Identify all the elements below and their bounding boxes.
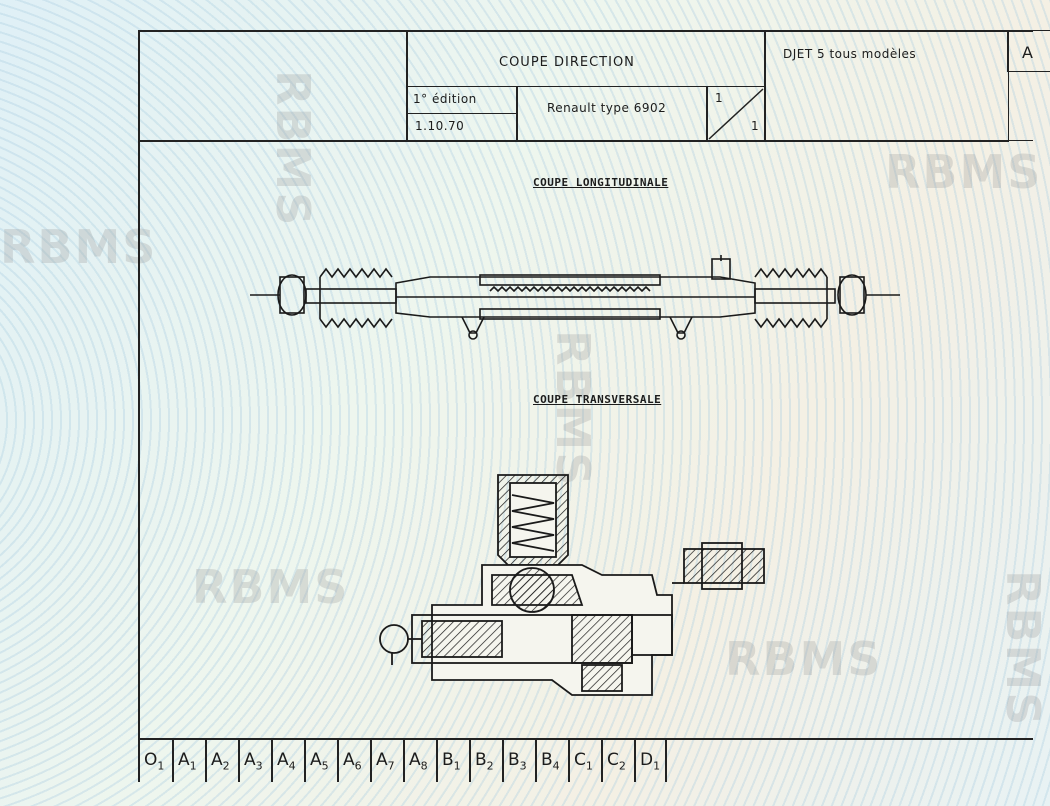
- grid-code-letter: C: [607, 750, 619, 770]
- grid-code-a8: A8: [403, 740, 436, 782]
- grid-code-letter: A: [310, 750, 322, 770]
- grid-code-subscript: 1: [157, 759, 165, 773]
- drawing-frame: [138, 30, 1033, 740]
- grid-code-letter: A: [211, 750, 223, 770]
- title-cell: COUPE DIRECTION: [406, 30, 766, 87]
- watermark: RBMS: [885, 145, 1043, 199]
- longitudinal-caption: COUPE LONGITUDINALE: [533, 176, 669, 189]
- transversal-caption: COUPE TRANSVERSALE: [533, 393, 662, 406]
- model-cell: DJET 5 tous modèles: [764, 30, 1009, 142]
- watermark: RBMS: [0, 220, 158, 274]
- grid-code-a1: A1: [172, 740, 205, 782]
- grid-code-c1: C1: [568, 740, 601, 782]
- sheet-total: 1: [751, 119, 760, 133]
- grid-code-a3: A3: [238, 740, 271, 782]
- grid-code-d1: D1: [634, 740, 667, 782]
- grid-code-subscript: 8: [420, 759, 428, 773]
- watermark: RBMS: [192, 560, 350, 614]
- grid-code-a4: A4: [271, 740, 304, 782]
- grid-code-a7: A7: [370, 740, 403, 782]
- vehicle-type: Renault type 6902: [547, 101, 667, 115]
- grid-code-letter: A: [343, 750, 355, 770]
- grid-code-letter: A: [376, 750, 388, 770]
- edition-cell: 1° édition: [406, 86, 518, 114]
- grid-code-c2: C2: [601, 740, 634, 782]
- grid-code-o1: O1: [138, 740, 172, 782]
- grid-code-subscript: 1: [189, 759, 197, 773]
- grid-code-subscript: 3: [255, 759, 263, 773]
- date-cell: 1.10.70: [406, 113, 518, 142]
- grid-code-a5: A5: [304, 740, 337, 782]
- grid-code-subscript: 1: [585, 759, 593, 773]
- grid-code-subscript: 4: [288, 759, 296, 773]
- grid-code-subscript: 2: [618, 759, 626, 773]
- index-cell: A: [1007, 30, 1050, 72]
- grid-code-subscript: 6: [354, 759, 362, 773]
- grid-code-subscript: 2: [486, 759, 494, 773]
- grid-code-subscript: 4: [552, 759, 560, 773]
- title-block-left: [138, 30, 408, 142]
- type-cell: Renault type 6902: [516, 86, 708, 142]
- grid-code-letter: A: [409, 750, 421, 770]
- grid-code-letter: C: [574, 750, 586, 770]
- grid-code-letter: D: [640, 750, 654, 770]
- grid-code-b4: B4: [535, 740, 568, 782]
- grid-code-a6: A6: [337, 740, 370, 782]
- sheet-divider-line: [708, 88, 764, 140]
- grid-code-subscript: 2: [222, 759, 230, 773]
- edition-date: 1.10.70: [415, 119, 465, 133]
- grid-code-subscript: 3: [519, 759, 527, 773]
- grid-code-letter: A: [244, 750, 256, 770]
- index-letter: A: [1022, 43, 1034, 62]
- drawing-title: COUPE DIRECTION: [499, 55, 635, 70]
- grid-code-subscript: 1: [653, 759, 661, 773]
- grid-code-b3: B3: [502, 740, 535, 782]
- grid-code-letter: B: [442, 750, 454, 770]
- grid-code-letter: A: [178, 750, 190, 770]
- grid-code-letter: B: [541, 750, 553, 770]
- grid-code-b2: B2: [469, 740, 502, 782]
- header-bottom-rule: [138, 140, 1033, 142]
- longitudinal-section-drawing: [250, 255, 900, 340]
- grid-code-letter: B: [508, 750, 520, 770]
- grid-code-letter: B: [475, 750, 487, 770]
- transversal-section-drawing: [379, 474, 765, 696]
- edition-label: 1° édition: [413, 92, 477, 106]
- grid-code-letter: O: [144, 750, 158, 770]
- grid-code-subscript: 7: [387, 759, 395, 773]
- grid-code-letter: A: [277, 750, 289, 770]
- grid-code-subscript: 1: [453, 759, 461, 773]
- sheet-number: 1: [715, 91, 724, 105]
- grid-code-subscript: 5: [321, 759, 329, 773]
- grid-code-a2: A2: [205, 740, 238, 782]
- grid-code-b1: B1: [436, 740, 469, 782]
- watermark: RBMS: [725, 632, 883, 686]
- model-name: DJET 5 tous modèles: [783, 47, 917, 61]
- sheet-number-cell: 1 1: [706, 86, 766, 142]
